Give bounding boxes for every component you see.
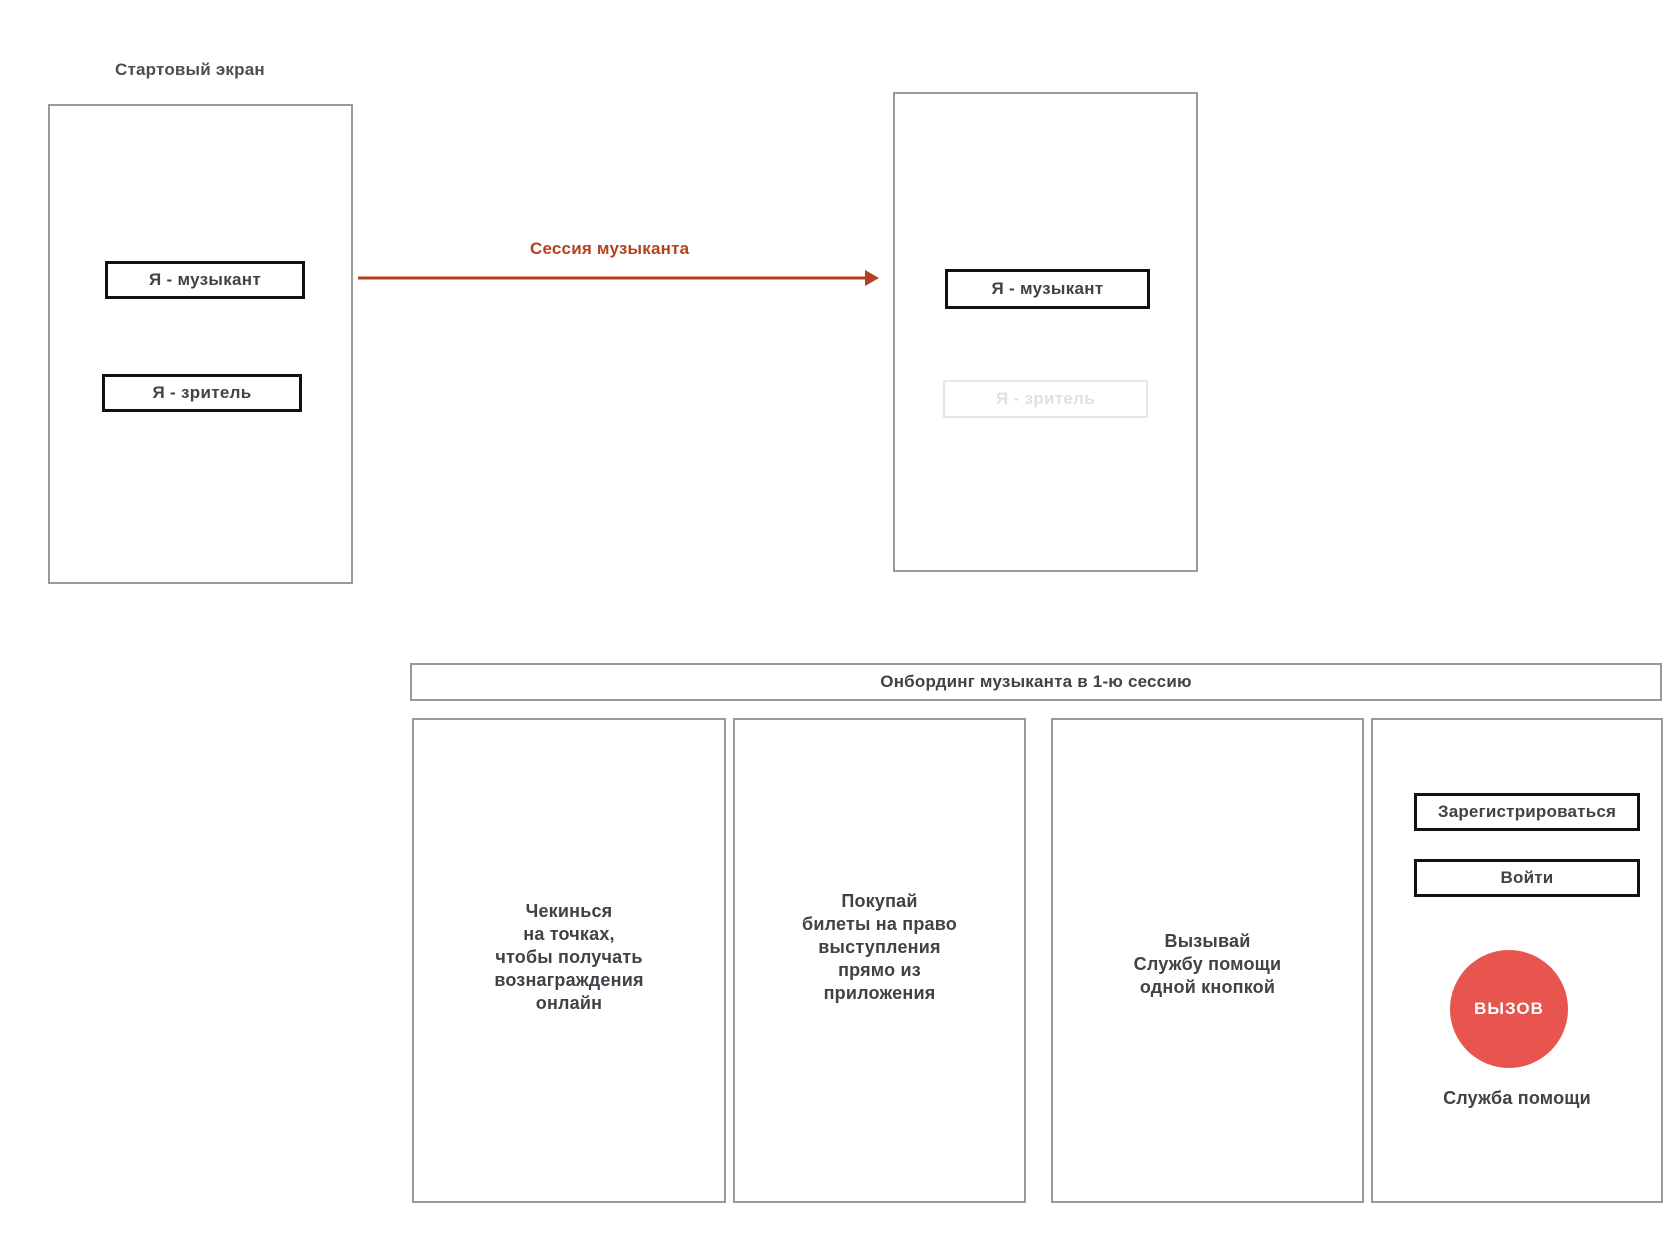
- musician-button-musician[interactable]: Я - музыкант: [945, 269, 1150, 309]
- onboarding-card-help-service-text: Вызывай Службу помощи одной кнопкой: [1133, 931, 1282, 998]
- musician-screen-frame: Я - музыкант Я - зритель: [893, 92, 1198, 572]
- register-button[interactable]: Зарегистрироваться: [1414, 793, 1640, 831]
- onboarding-card-checkin-text: Чекинься на точках, чтобы получать возна…: [494, 901, 644, 1014]
- onboarding-card-auth[interactable]: Зарегистрироваться Войти ВЫЗОВ Служба по…: [1371, 718, 1663, 1203]
- start-button-musician-label: Я - музыкант: [148, 270, 262, 289]
- arrow-head-icon: [865, 270, 879, 286]
- start-screen-label: Стартовый экран: [115, 60, 265, 79]
- transition-arrow-label: Сессия музыканта: [530, 239, 690, 258]
- sos-caption: Служба помощи: [1443, 1088, 1591, 1108]
- onboarding-card-checkin[interactable]: Чекинься на точках, чтобы получать возна…: [412, 718, 726, 1203]
- sos-call-button-label: ВЫЗОВ: [1474, 999, 1544, 1018]
- musician-button-viewer-label: Я - зритель: [996, 389, 1095, 408]
- login-button[interactable]: Войти: [1414, 859, 1640, 897]
- musician-button-musician-label: Я - музыкант: [991, 279, 1104, 298]
- transition-arrow: [358, 268, 883, 288]
- start-button-viewer-label: Я - зритель: [152, 383, 252, 402]
- arrow-line: [358, 276, 869, 280]
- onboarding-card-help-service[interactable]: Вызывай Службу помощи одной кнопкой: [1051, 718, 1364, 1203]
- start-screen-frame: Я - музыкант Я - зритель: [48, 104, 353, 584]
- onboarding-card-tickets-text: Покупай билеты на право выступления прям…: [802, 891, 957, 1004]
- onboarding-header-text: Онбординг музыканта в 1-ю сессию: [880, 672, 1192, 691]
- musician-button-viewer-disabled: Я - зритель: [943, 380, 1148, 418]
- start-button-viewer[interactable]: Я - зритель: [102, 374, 302, 412]
- register-button-label: Зарегистрироваться: [1437, 802, 1617, 821]
- login-button-label: Войти: [1500, 868, 1554, 887]
- onboarding-card-tickets[interactable]: Покупай билеты на право выступления прям…: [733, 718, 1026, 1203]
- sos-call-button[interactable]: ВЫЗОВ: [1450, 950, 1568, 1068]
- start-button-musician[interactable]: Я - музыкант: [105, 261, 305, 299]
- onboarding-header-bar: Онбординг музыканта в 1-ю сессию: [410, 663, 1662, 701]
